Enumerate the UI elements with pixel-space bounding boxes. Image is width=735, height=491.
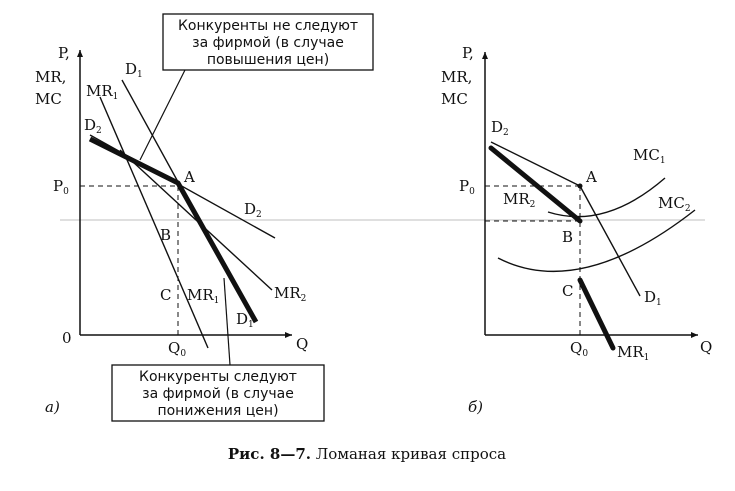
left-p0-label: P0: [53, 177, 69, 197]
left-point-c: C: [160, 286, 171, 304]
right-mc1-curve: [547, 177, 666, 218]
left-mr1-curve-label: MR1: [187, 286, 219, 306]
right-d1-line: [579, 185, 641, 297]
right-p0-label: P0: [459, 177, 475, 197]
callout-bottom-box: [111, 364, 325, 422]
callout-top-line2: за фирмой (в случае: [192, 35, 344, 51]
right-d1-label: D1: [644, 288, 662, 308]
right-mr2-label: MR2: [503, 190, 535, 210]
figure-caption: Рис. 8—7. Ломаная кривая спроса: [228, 445, 506, 463]
left-q0-label: Q0: [168, 339, 186, 359]
right-y-label-p: P,: [462, 44, 474, 62]
left-origin: 0: [62, 329, 72, 347]
callout-top-pointer: [139, 69, 186, 161]
callout-bottom-line2: за фирмой (в случае: [142, 386, 294, 402]
right-mc2-curve: [497, 209, 696, 273]
right-d2-label: D2: [491, 118, 509, 138]
left-mr1-line: [99, 96, 209, 349]
right-d2-line: [490, 141, 581, 187]
caption-title: Ломаная кривая спроса: [311, 445, 506, 463]
right-mc1-label: MC1: [633, 146, 666, 166]
callout-bottom: Конкуренты следуют за фирмой (в случае п…: [111, 277, 325, 422]
left-mr2-label: MR2: [274, 284, 306, 304]
right-x-label: Q: [700, 338, 712, 356]
left-y-label-p: P,: [58, 44, 70, 62]
left-d1-bottom-label: D1: [236, 310, 254, 330]
right-y-label-mc: MC: [441, 90, 468, 108]
callout-top: Конкуренты не следуют за фирмой (в случа…: [139, 13, 374, 161]
left-d1-label: D1: [125, 60, 143, 80]
right-mr1-label: MR1: [617, 343, 649, 363]
right-panel-tag: б): [468, 398, 483, 416]
left-point-b: B: [160, 226, 171, 244]
right-q0-label: Q0: [570, 339, 588, 359]
right-mr2-line: [488, 145, 583, 224]
left-kinked-demand: [88, 136, 259, 324]
left-x-label: Q: [296, 335, 308, 353]
left-panel: P, MR, MC Q 0 P0 Q0 A B C D1 MR1 D2 D2 M…: [35, 44, 308, 416]
left-mr1-label: MR1: [86, 82, 118, 102]
callout-top-box: [162, 13, 374, 71]
left-d2-label: D2: [244, 200, 262, 220]
callout-bottom-line3: понижения цен): [157, 403, 278, 419]
right-panel: P, MR, MC Q P0 Q0 A B C D2 MR2 MC1 MC2 D…: [441, 44, 712, 416]
callout-bottom-line1: Конкуренты следуют: [139, 369, 297, 385]
right-point-c: C: [562, 282, 573, 300]
right-mr1-line: [577, 277, 616, 351]
right-y-label-mr: MR,: [441, 68, 472, 86]
right-point-b: B: [562, 228, 573, 246]
callout-top-line3: повышения цен): [207, 52, 329, 68]
caption-number: Рис. 8—7.: [228, 445, 311, 463]
callout-bottom-pointer: [223, 277, 231, 366]
left-d2-top-label: D2: [84, 116, 102, 136]
left-point-a: A: [183, 168, 195, 186]
right-point-a: A: [585, 168, 597, 186]
left-y-label-mc: MC: [35, 90, 62, 108]
right-point-a-dot: [577, 183, 583, 189]
right-mc2-label: MC2: [658, 194, 691, 214]
left-y-label-mr: MR,: [35, 68, 66, 86]
left-panel-tag: а): [45, 398, 60, 416]
callout-top-line1: Конкуренты не следуют: [178, 18, 358, 34]
